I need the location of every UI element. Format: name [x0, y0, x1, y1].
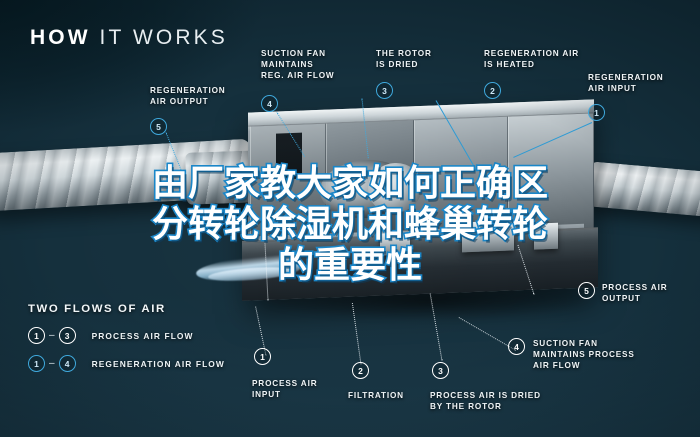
legend-dash-regeneration: – [49, 358, 55, 369]
callout-label-suction-fan-reg: SUCTION FAN MAINTAINS REG. AIR FLOW [261, 49, 335, 81]
callout-marker-rotor-is-dried[interactable]: 3 [376, 82, 393, 99]
machine-bracket-a [380, 232, 410, 256]
callout-marker-filtration[interactable]: 2 [352, 362, 369, 379]
spiral-duct-right [586, 161, 700, 218]
machine-panel-4 [508, 113, 594, 235]
callout-label-suction-fan-process: SUCTION FAN MAINTAINS PROCESS AIR FLOW [533, 339, 635, 371]
callout-marker-regeneration-air-input[interactable]: 1 [588, 104, 605, 121]
callout-label-process-air-dried: PROCESS AIR IS DRIED BY THE ROTOR [430, 391, 541, 412]
machine-bracket-b [462, 220, 514, 253]
legend-label-process-air-flow: PROCESS AIR FLOW [91, 330, 194, 341]
callout-marker-regeneration-air-output[interactable]: 5 [150, 118, 167, 135]
legend-row-regeneration-air-flow[interactable]: 1 – 4 REGENERATION AIR FLOW [28, 355, 225, 372]
dehumidifier-machine [242, 99, 598, 301]
callout-label-process-air-input: PROCESS AIR INPUT [252, 379, 318, 400]
callout-marker-process-air-dried[interactable]: 3 [432, 362, 449, 379]
legend-dash-process: – [49, 330, 55, 341]
legend-marker-to-3: 3 [58, 327, 76, 344]
legend-title: TWO FLOWS OF AIR [28, 303, 166, 315]
page-title: HOW IT WORKS [30, 26, 228, 50]
callout-label-rotor-is-dried: THE ROTOR IS DRIED [376, 49, 432, 70]
callout-marker-process-air-input[interactable]: 1 [254, 348, 271, 365]
machine-inlet-gap [276, 132, 302, 180]
legend-label-regeneration-air-flow: REGENERATION AIR FLOW [91, 358, 225, 369]
callout-marker-process-air-output[interactable]: 5 [578, 282, 595, 299]
callout-label-filtration: FILTRATION [348, 391, 404, 400]
machine-panel-3 [414, 116, 508, 239]
callout-label-regeneration-air-input: REGENERATION AIR INPUT [588, 73, 664, 94]
machine-bracket-c [534, 222, 558, 250]
legend-row-process-air-flow[interactable]: 1 – 3 PROCESS AIR FLOW [28, 327, 194, 344]
page-title-light: IT WORKS [90, 26, 228, 49]
callout-marker-suction-fan-process[interactable]: 4 [508, 338, 525, 355]
legend-marker-from-1: 1 [28, 327, 45, 344]
page-title-bold: HOW [30, 26, 91, 49]
callout-marker-suction-fan-reg[interactable]: 4 [261, 95, 278, 112]
callout-label-regeneration-air-output: REGENERATION AIR OUTPUT [150, 86, 226, 107]
callout-label-regeneration-air-heated: REGENERATION AIR IS HEATED [484, 49, 580, 70]
callout-marker-regeneration-air-heated[interactable]: 2 [484, 82, 501, 99]
legend-marker-from-1-blue: 1 [28, 355, 45, 372]
callout-label-process-air-output: PROCESS AIR OUTPUT [602, 283, 668, 304]
legend-marker-to-4-blue: 4 [58, 355, 76, 372]
